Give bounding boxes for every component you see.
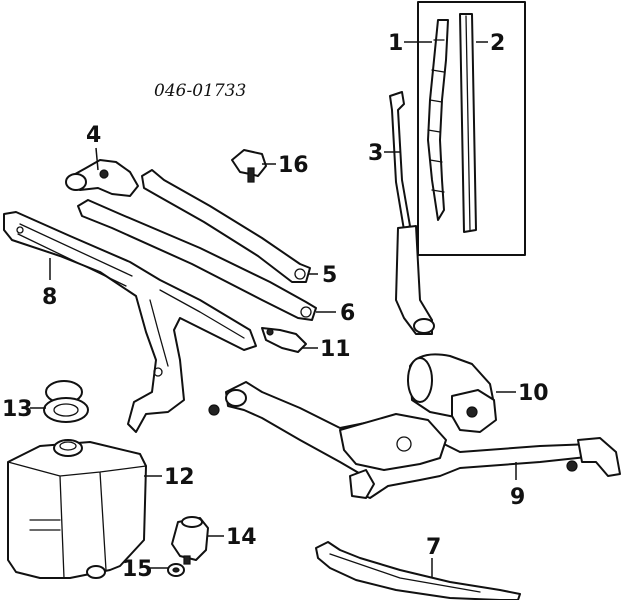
wiper-arm-pivot-cap [413,318,435,334]
pump-14-top [181,516,203,528]
callout-11: 11 [320,337,351,362]
bracket-11 [261,327,307,353]
grommet-15 [167,563,185,577]
link-rod-5-end [294,268,306,280]
callout-2: 2 [490,31,505,56]
pivot-4-bolt [99,169,109,179]
blade-refill-edge [465,15,471,231]
reservoir-12 [7,439,147,579]
gasket-13-inner [53,403,79,417]
callout-4: 4 [86,123,101,148]
callout-8: 8 [42,285,57,310]
frame-8 [3,211,257,433]
linkage-9-right-pivot [577,437,621,477]
link-rod-5 [141,169,311,283]
callout-6: 6 [340,301,355,326]
linkage-9-left-nut [208,404,220,416]
pump-14 [171,516,209,565]
linkage-9-bracket [349,469,375,499]
reservoir-12-edges [7,461,147,579]
leader-lines [30,41,517,578]
callout-7: 7 [426,535,441,560]
link-rod-6 [77,199,317,321]
wiper-blade-assembly [417,1,526,256]
bracket-11-bolt [266,328,274,336]
callout-5: 5 [322,263,337,288]
callout-15: 15 [122,557,153,582]
part-number-label: 046-01733 [154,81,246,101]
callout-1: 1 [388,31,403,56]
frame-8-hole [153,367,163,377]
linkage-9-left-pivot [225,389,247,407]
pump-14-outlet [183,555,191,565]
wiper-arm [389,91,435,335]
reservoir-12-opening [59,441,77,451]
blade-frame [427,19,449,221]
reservoir-12-body [7,441,147,579]
frame-8-hole-left [16,226,24,234]
link-rod-6-body [77,199,317,321]
leader-4 [95,147,99,171]
clip-16 [231,149,267,183]
blade-frame-claws [427,39,445,193]
blade-refill [459,13,477,233]
pivot-4-shaft [65,173,87,191]
link-rod-6-end [300,306,312,318]
pivot-4 [65,159,139,197]
callout-12: 12 [164,465,195,490]
linkage-9-plate-hole [396,436,412,452]
motor-10-endcap [407,357,433,403]
arm-7-rib [329,553,481,593]
callout-14: 14 [226,525,257,550]
callout-3: 3 [368,141,383,166]
callout-16: 16 [278,153,309,178]
motor-10-shaft [466,406,478,418]
linkage-9 [208,381,621,499]
callouts: 1 2 3 4 5 6 7 8 9 10 11 12 13 14 15 16 [2,31,549,582]
gasket-13 [43,397,89,423]
frame-8-body [3,211,257,433]
blade-detail-box [417,1,526,256]
clip-16-body [231,149,267,177]
arm-7-body [315,541,521,600]
clip-16-tab [247,167,255,183]
callout-10: 10 [518,381,549,406]
linkage-9-plate [339,413,447,471]
wiper-arm-rod [389,91,411,231]
arm-7 [315,541,521,600]
frame-8-ribs [17,223,245,367]
reservoir-12-port [86,565,106,579]
motor-10 [407,353,497,433]
link-rod-5-body [141,169,311,283]
callout-13: 13 [2,397,33,422]
wiper-arm-head [395,225,433,335]
linkage-9-right-nut [566,460,578,472]
reservoir-12-detail [29,519,61,531]
callout-9: 9 [510,485,525,510]
cap-13 [43,380,89,423]
grommet-15-hole [172,567,180,573]
